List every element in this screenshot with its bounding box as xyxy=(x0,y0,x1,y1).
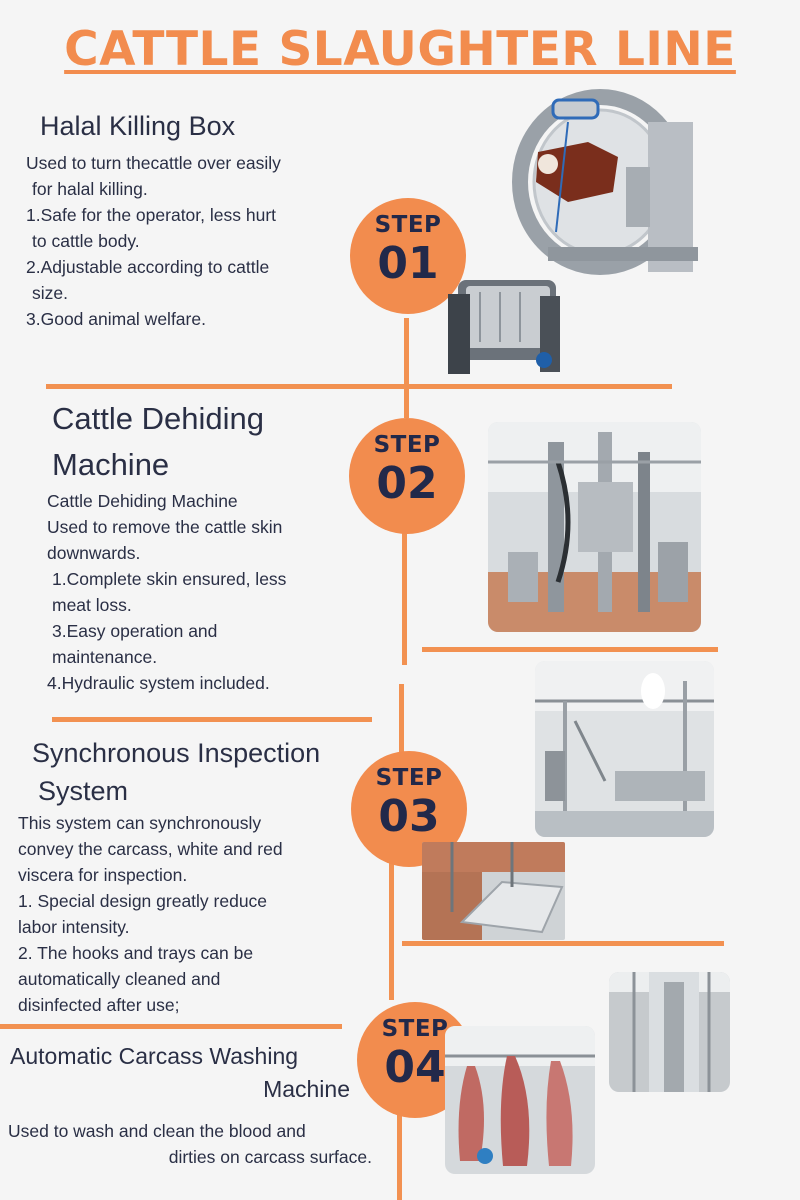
timeline-vertical-1 xyxy=(404,318,409,418)
washing-machine-photo xyxy=(609,972,730,1092)
inspection-system-photo xyxy=(535,661,714,837)
killing-box-image xyxy=(508,82,708,277)
divider-2 xyxy=(422,647,718,652)
step-1-description: Used to turn thecattle over easily for h… xyxy=(26,153,281,329)
timeline-vertical-5 xyxy=(397,1108,402,1200)
divider-5 xyxy=(0,1024,342,1029)
divider-1 xyxy=(46,384,672,389)
step-3-heading: Synchronous Inspection System xyxy=(32,738,321,806)
step-1-heading: Halal Killing Box xyxy=(40,111,236,141)
page-title: CATTLE SLAUGHTER LINE xyxy=(64,22,736,77)
inspection-tray-photo xyxy=(422,842,565,940)
divider-4 xyxy=(402,941,724,946)
timeline-vertical-3 xyxy=(399,684,404,754)
timeline-vertical-4 xyxy=(389,860,394,1000)
killing-box-small-image xyxy=(440,272,568,384)
dehiding-machine-photo xyxy=(488,422,701,632)
carcass-line-photo xyxy=(445,1026,595,1174)
divider-3 xyxy=(52,717,372,722)
timeline-vertical-2 xyxy=(402,520,407,665)
